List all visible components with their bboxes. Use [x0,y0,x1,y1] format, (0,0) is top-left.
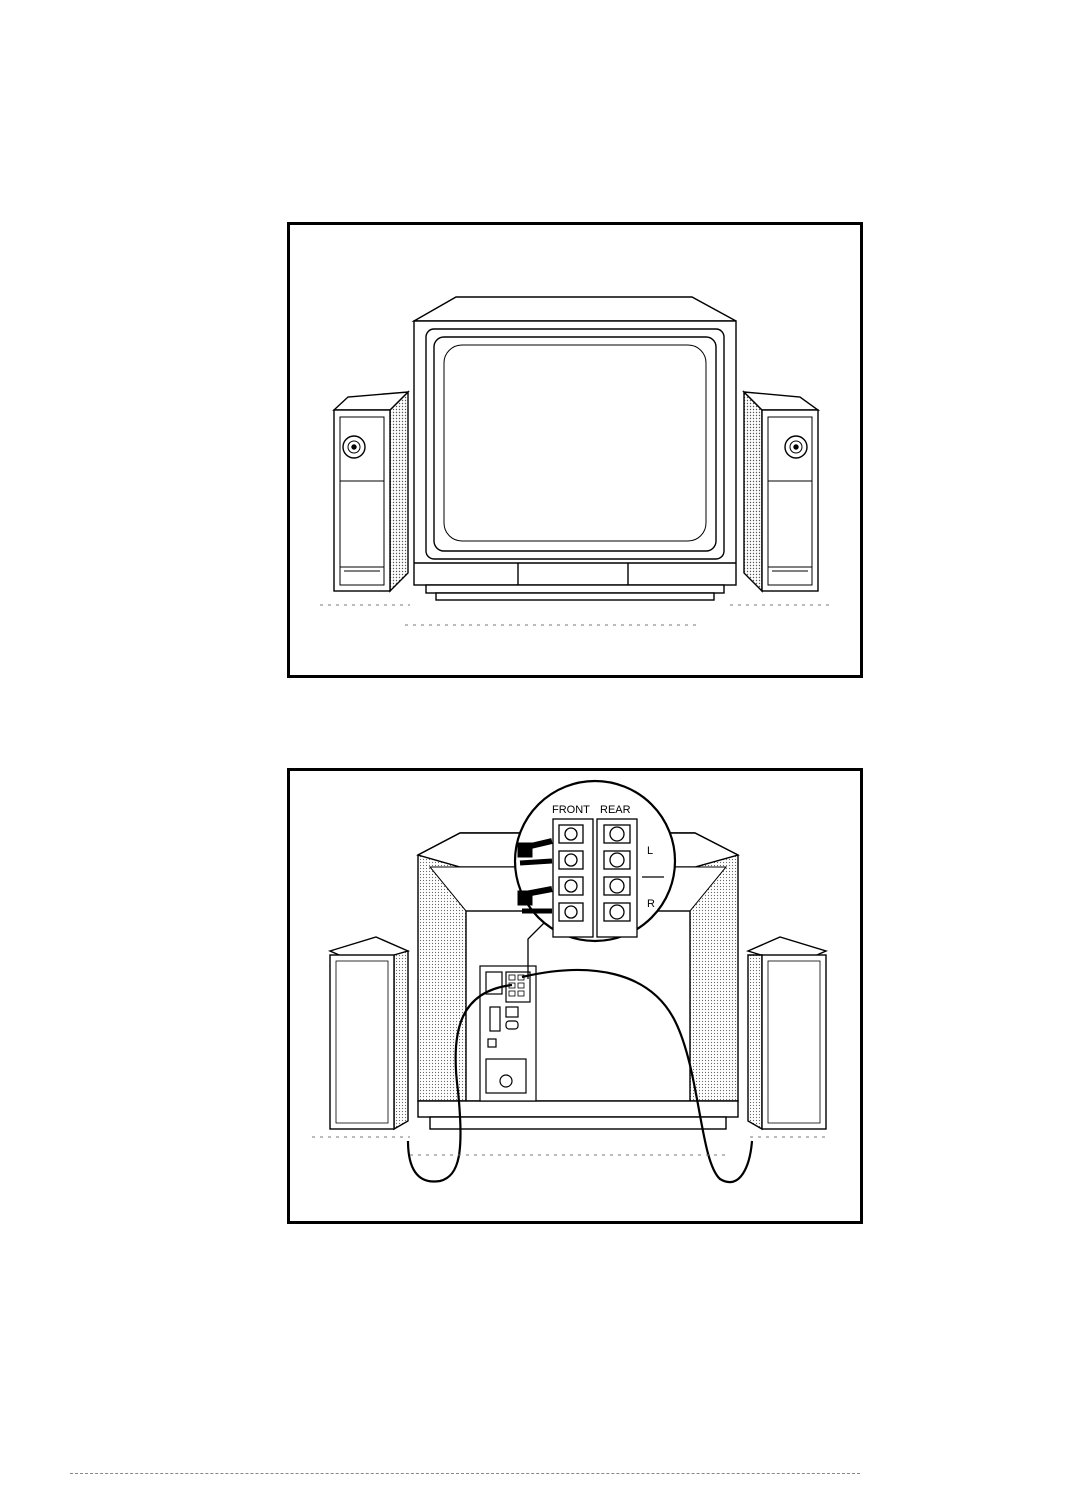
left-speaker-rear [327,936,411,1131]
floor-line [320,604,830,626]
television-front [411,296,737,601]
right-channel-label: R [647,898,655,910]
rear-terminal-block [596,818,638,938]
front-terminal-label: FRONT [552,804,590,816]
rear-view-panel: FRONT REAR L R [287,768,863,1224]
terminal-callout: FRONT REAR L R [513,779,677,979]
right-speaker-front [742,390,821,593]
rear-terminal-label: REAR [600,804,631,816]
inserted-wires [517,838,553,914]
rear-view-illustration: FRONT REAR L R [312,779,830,1184]
front-terminal-block [552,818,594,938]
floor-line-rear [312,1136,830,1156]
speaker-cable-right [521,968,754,1184]
left-speaker-front [332,390,410,593]
front-view-illustration [320,296,830,626]
speaker-cable-left [406,983,513,1183]
right-speaker-rear [745,936,829,1131]
left-channel-label: L [647,845,653,857]
front-view-panel [287,222,863,678]
page-footer-rule [70,1473,860,1474]
